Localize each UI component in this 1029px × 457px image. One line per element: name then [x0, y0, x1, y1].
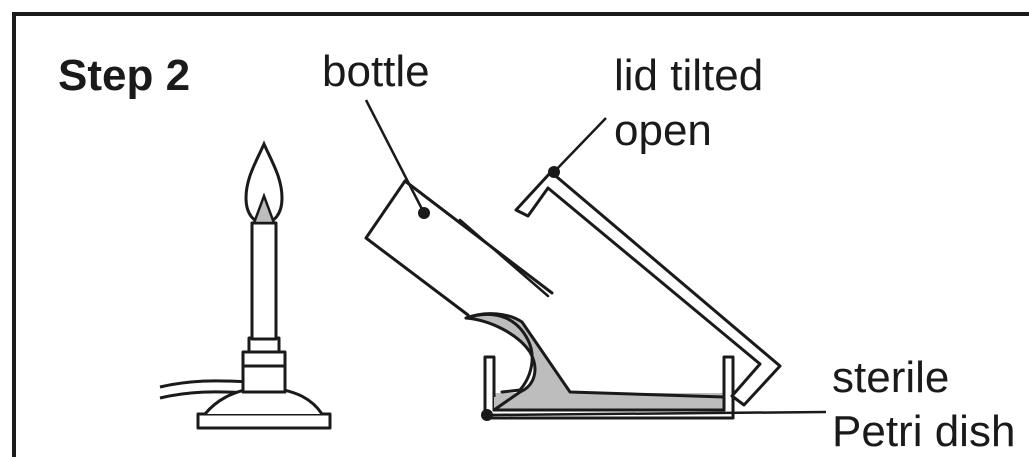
- lid-label-line1: lid tilted: [614, 51, 763, 100]
- lid-outline: [514, 170, 782, 407]
- lid-label-line2: open: [614, 106, 712, 155]
- leader-lines: [364, 99, 827, 417]
- bunsen-burner-icon: [159, 221, 332, 430]
- dish-label-line2: Petri dish: [832, 407, 1015, 456]
- bottle-highlight: [458, 218, 550, 298]
- dish-leader: [486, 410, 827, 417]
- bottle-label: bottle: [322, 47, 430, 96]
- burner-base-dome: [203, 388, 324, 415]
- flame-icon: [244, 140, 284, 225]
- dish-label-line1: sterile: [832, 353, 949, 402]
- bottle-neck: [464, 312, 534, 394]
- bottle-icon: [364, 179, 554, 394]
- burner-base: [196, 412, 332, 430]
- flame-inner: [252, 192, 276, 225]
- agar-stream: [464, 312, 726, 412]
- bottle-leader: [364, 99, 426, 214]
- burner-barrel: [250, 221, 278, 341]
- step-title: Step 2: [58, 51, 190, 100]
- gas-hose: [159, 379, 251, 389]
- lid-leader: [553, 117, 607, 173]
- frame-border: [12, 12, 1029, 457]
- burner-collar: [241, 350, 287, 394]
